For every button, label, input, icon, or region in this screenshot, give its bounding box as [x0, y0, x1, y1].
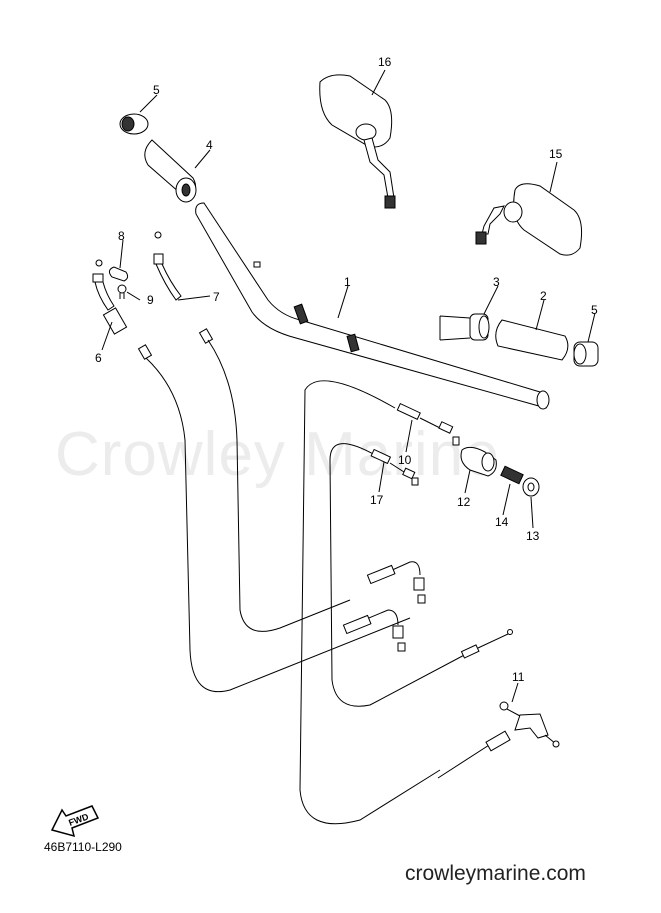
callout-12: 12 [457, 495, 471, 509]
cable-fitting-upper[interactable] [366, 561, 426, 604]
site-url: crowleymarine.com [405, 862, 586, 885]
part-2-grip[interactable] [495, 319, 569, 361]
callout-14: 14 [495, 515, 509, 529]
callout-9: 9 [147, 293, 154, 307]
part-1-handlebar[interactable] [195, 202, 550, 410]
cable-route-a [145, 357, 411, 692]
callout-6: 6 [95, 351, 102, 365]
part-6-cable-fitting[interactable] [92, 259, 153, 360]
callout-17: 17 [370, 493, 384, 507]
callouts: 5 4 16 15 8 9 7 6 1 3 2 5 10 17 12 14 13… [95, 55, 598, 684]
cable-route-c [299, 380, 441, 825]
part-13-lock-nut[interactable] [522, 477, 540, 497]
part-17-cable[interactable] [370, 448, 419, 486]
part-7-throttle-cable-fitting[interactable] [153, 231, 214, 344]
part-8-clip[interactable] [108, 266, 129, 282]
callout-13: 13 [526, 529, 540, 543]
callout-1: 1 [344, 275, 351, 289]
callout-11: 11 [512, 670, 525, 684]
part-10-cable[interactable] [396, 402, 460, 446]
part-12-adjuster-body[interactable] [460, 446, 497, 477]
fwd-arrow-icon: FWD [50, 805, 100, 838]
callout-2: 2 [540, 289, 547, 303]
cable-route-d [329, 443, 471, 707]
watermark-text: Crowley Marine [55, 420, 500, 489]
cable-end-mid[interactable] [460, 629, 513, 659]
part-5-grip-end-left[interactable] [119, 113, 149, 135]
callout-10: 10 [398, 453, 412, 467]
callout-3: 3 [493, 275, 500, 289]
cable-fitting-lower[interactable] [342, 609, 406, 652]
leader-lines [101, 69, 596, 703]
cable-route-b [207, 339, 351, 632]
part-14-adjuster-bolt[interactable] [500, 465, 524, 485]
part-5-grip-end-right[interactable] [573, 341, 599, 367]
part-15-mirror-right[interactable] [475, 183, 582, 256]
callout-16: 16 [378, 55, 392, 69]
callout-4: 4 [206, 138, 213, 152]
callout-5-right: 5 [591, 303, 598, 317]
part-3-grip-collar[interactable] [439, 313, 490, 341]
callout-7: 7 [213, 290, 220, 304]
callout-8: 8 [118, 229, 125, 243]
diagram-code: 46B7110-L290 [44, 840, 122, 854]
part-4-throttle-grip[interactable] [144, 139, 197, 203]
callout-5: 5 [153, 83, 160, 97]
part-9-bolt[interactable] [117, 284, 127, 299]
callout-15: 15 [549, 147, 563, 161]
part-16-mirror-left[interactable] [319, 74, 396, 209]
part-11-bracket-bolt[interactable] [437, 701, 560, 779]
